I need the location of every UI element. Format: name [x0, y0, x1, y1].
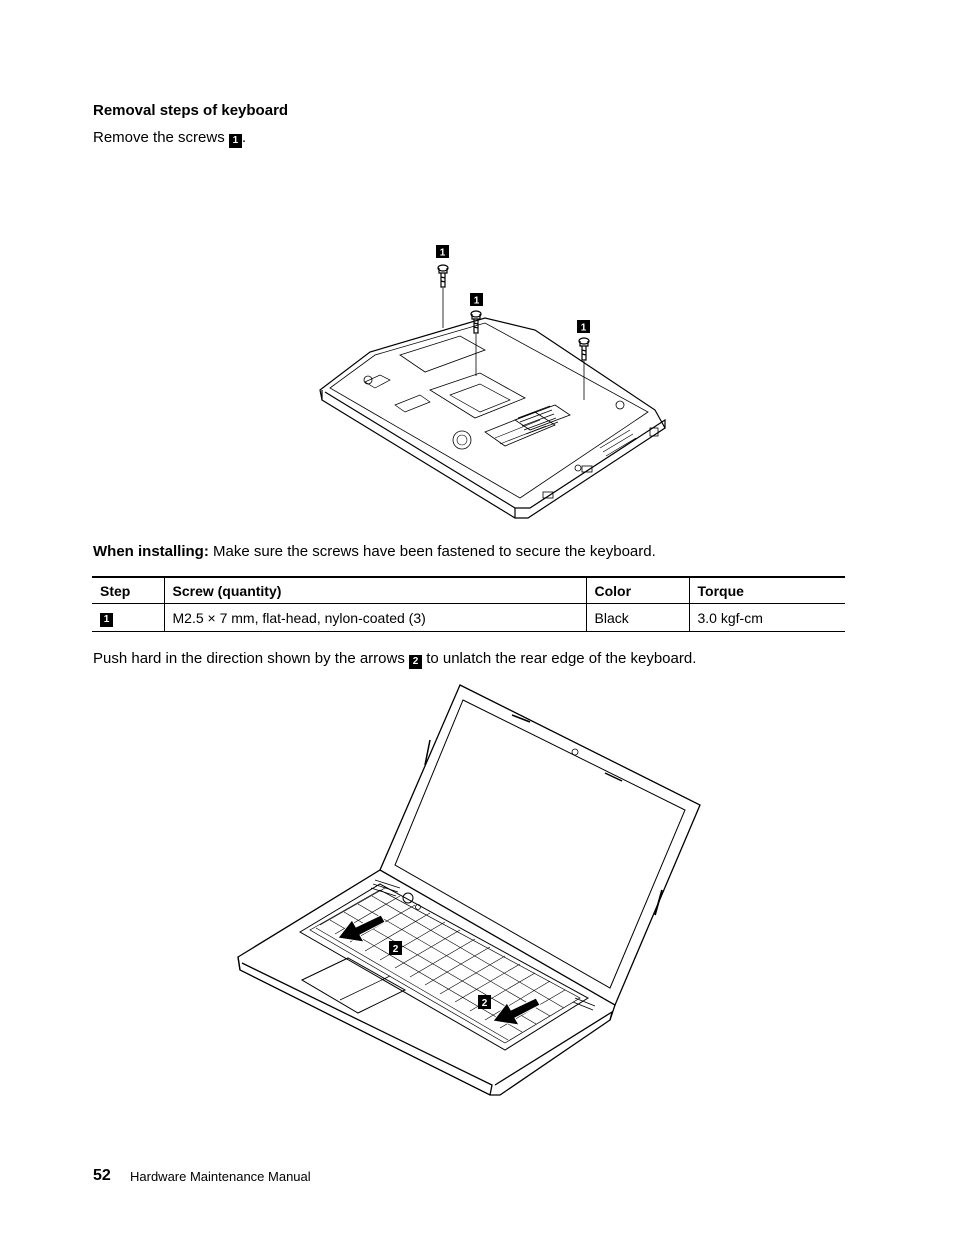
- laptop-keyboard-illustration: 2 2: [237, 684, 701, 1096]
- header-step: Step: [92, 576, 164, 604]
- install-note-text: Make sure the screws have been fastened …: [213, 543, 656, 560]
- table-row: 1 M2.5 × 7 mm, flat-head, nylon-coated (…: [92, 603, 845, 632]
- page-number: 52: [93, 1167, 111, 1184]
- callout-badge-1: 1: [228, 134, 242, 148]
- step1-period: .: [241, 129, 247, 146]
- cell-step: 1: [92, 603, 164, 632]
- screw-icon: [437, 264, 449, 328]
- manual-title: Hardware Maintenance Manual: [130, 1169, 311, 1184]
- step2-instruction: Push hard in the direction shown by the …: [93, 650, 696, 669]
- screw-icon: [578, 337, 590, 400]
- svg-text:1: 1: [440, 248, 446, 259]
- arrow-icon: [492, 997, 541, 1026]
- svg-text:2: 2: [393, 944, 399, 955]
- svg-text:1: 1: [581, 323, 587, 334]
- screw-spec-table: Step Screw (quantity) Color Torque 1 M2.…: [92, 576, 845, 632]
- callout-1-top: 1: [436, 245, 449, 259]
- header-color: Color: [585, 576, 689, 604]
- step2-text-after: to unlatch the rear edge of the keyboard…: [426, 650, 697, 667]
- cell-screw: M2.5 × 7 mm, flat-head, nylon-coated (3): [163, 603, 586, 632]
- section-heading: Removal steps of keyboard: [93, 102, 289, 119]
- header-screw: Screw (quantity): [163, 576, 586, 604]
- laptop-bottom-illustration: 1 1 1: [319, 245, 666, 519]
- step1-text: Remove the screws: [93, 129, 225, 146]
- install-note: When installing: Make sure the screws ha…: [93, 543, 656, 561]
- cell-torque: 3.0 kgf-cm: [688, 603, 845, 632]
- cell-color: Black: [585, 603, 689, 632]
- step2-text-before: Push hard in the direction shown by the …: [93, 650, 405, 667]
- step1-instruction: Remove the screws 1.: [93, 129, 246, 148]
- arrow-icon: [337, 914, 386, 943]
- callout-1-middle: 1: [470, 293, 483, 307]
- step-badge: 1: [100, 613, 113, 627]
- callout-badge-2: 2: [409, 655, 423, 669]
- callout-1-right: 1: [577, 320, 590, 334]
- callout-2-lower: 2: [478, 995, 491, 1009]
- screw-icon: [470, 310, 482, 376]
- install-note-label: When installing:: [93, 543, 209, 560]
- header-torque: Torque: [688, 576, 845, 604]
- table-header-row: Step Screw (quantity) Color Torque: [92, 576, 845, 604]
- svg-text:2: 2: [482, 998, 488, 1009]
- svg-text:1: 1: [474, 296, 480, 307]
- callout-2-upper: 2: [389, 941, 402, 955]
